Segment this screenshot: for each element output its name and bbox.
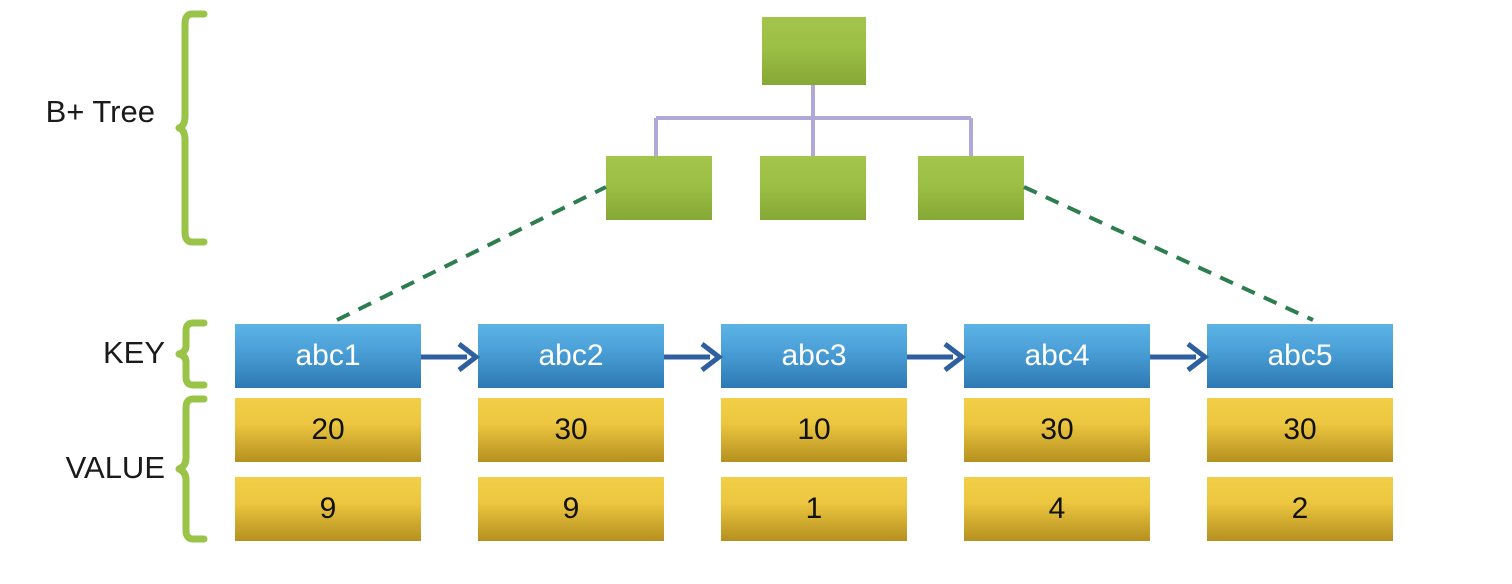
- tree-child-node-2[interactable]: [918, 156, 1024, 220]
- chain-arrow-icon-3: [1150, 342, 1210, 372]
- value-box-3-1[interactable]: 4: [964, 477, 1150, 541]
- value-box-4-0[interactable]: 30: [1207, 398, 1393, 462]
- value-box-0-0[interactable]: 20: [235, 398, 421, 462]
- chain-arrow-icon-2: [907, 342, 967, 372]
- key-box-0[interactable]: abc1: [235, 324, 421, 388]
- btree-brace-icon: [175, 10, 208, 246]
- tree-root-node[interactable]: [762, 17, 866, 85]
- value-box-4-1[interactable]: 2: [1207, 477, 1393, 541]
- chain-arrow-icon-1: [664, 342, 724, 372]
- value-brace-icon: [175, 395, 208, 543]
- tree-child-node-0[interactable]: [606, 156, 712, 220]
- value-box-2-0[interactable]: 10: [721, 398, 907, 462]
- tree-child-node-1[interactable]: [760, 156, 866, 220]
- value-box-1-1[interactable]: 9: [478, 477, 664, 541]
- value-box-3-0[interactable]: 30: [964, 398, 1150, 462]
- key-brace-icon: [175, 319, 208, 389]
- chain-arrow-icon-0: [421, 342, 481, 372]
- value-box-2-1[interactable]: 1: [721, 477, 907, 541]
- value-box-0-1[interactable]: 9: [235, 477, 421, 541]
- btree-section-label: B+ Tree: [45, 94, 155, 129]
- value-section-label: VALUE: [65, 450, 165, 485]
- key-box-1[interactable]: abc2: [478, 324, 664, 388]
- key-box-4[interactable]: abc5: [1207, 324, 1393, 388]
- value-box-1-0[interactable]: 30: [478, 398, 664, 462]
- key-box-2[interactable]: abc3: [721, 324, 907, 388]
- key-section-label: KEY: [102, 335, 165, 370]
- key-box-3[interactable]: abc4: [964, 324, 1150, 388]
